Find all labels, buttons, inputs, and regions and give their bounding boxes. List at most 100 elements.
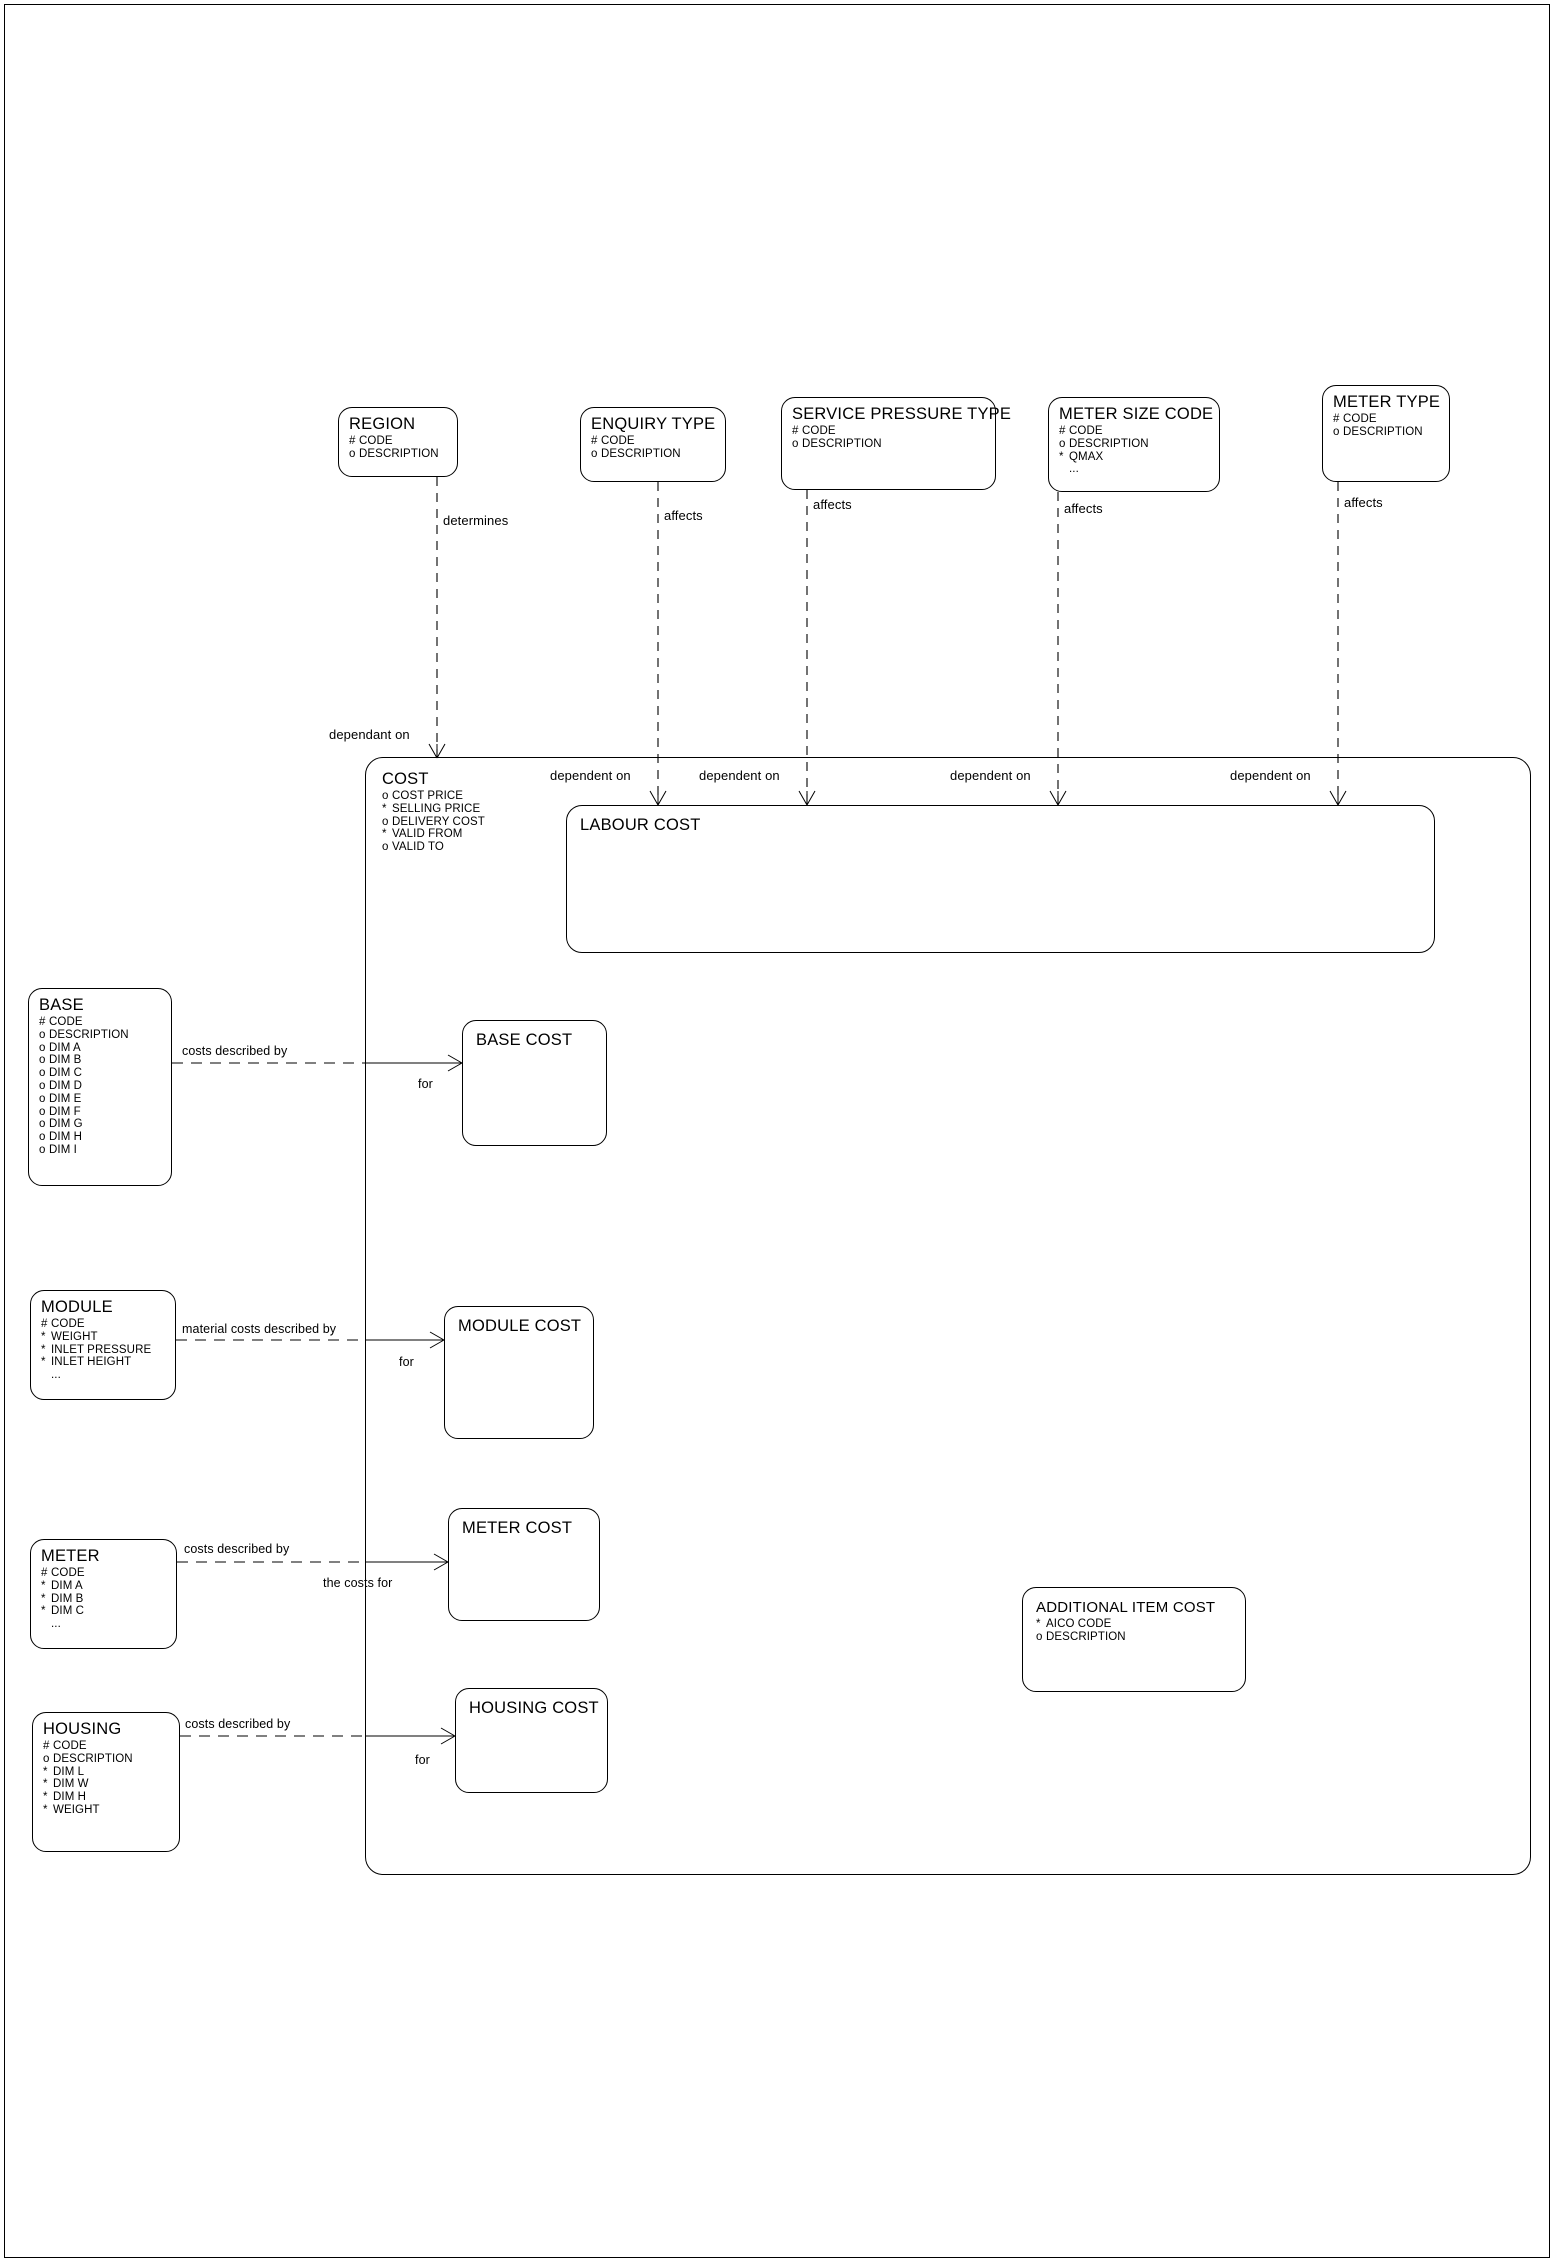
entity-title: BASE COST — [476, 1031, 573, 1049]
page-border — [4, 4, 1550, 2258]
entity-meter-cost[interactable]: METER COST — [448, 1508, 600, 1621]
attribute: *QMAX — [1059, 450, 1104, 463]
attribute: *WEIGHT — [43, 1803, 100, 1816]
entity-title: METER — [41, 1547, 100, 1565]
attribute: *SELLING PRICE — [382, 802, 481, 815]
rel-label-meter-the-costs-for: the costs for — [323, 1576, 393, 1590]
rel-label-dependent-on-1: dependent on — [550, 768, 631, 783]
entity-labour-cost[interactable]: LABOUR COST — [566, 805, 1435, 953]
entity-title: METER SIZE CODE — [1059, 405, 1214, 423]
entity-title: SERVICE PRESSURE TYPE — [792, 405, 1012, 423]
rel-label-base-for: for — [418, 1077, 433, 1091]
attribute: #CODE — [1059, 425, 1103, 437]
attribute: #CODE — [39, 1016, 83, 1028]
entity-module[interactable]: MODULE #CODE *WEIGHT *INLET PRESSURE *IN… — [30, 1290, 176, 1400]
entity-title: REGION — [349, 415, 416, 433]
attribute: #CODE — [1333, 413, 1377, 425]
attribute: *DIM A — [41, 1579, 83, 1592]
attribute: #CODE — [41, 1318, 85, 1330]
entity-title: MODULE — [41, 1298, 113, 1316]
rel-label-meter-described-by: costs described by — [184, 1542, 290, 1556]
attribute: *VALID FROM — [382, 828, 463, 841]
entity-title: BASE — [39, 996, 84, 1014]
attribute: *DIM B — [41, 1592, 84, 1605]
attribute: *AICO CODE — [1036, 1618, 1112, 1630]
attribute: ... — [1069, 463, 1079, 476]
attribute: *INLET HEIGHT — [41, 1356, 132, 1369]
entity-title: LABOUR COST — [580, 816, 701, 834]
entity-title: COST — [382, 770, 429, 788]
rel-label-affects-metersize: affects — [1064, 501, 1103, 516]
attribute: *DIM H — [43, 1791, 87, 1804]
attribute: ... — [51, 1369, 61, 1382]
rel-label-base-described-by: costs described by — [182, 1044, 288, 1058]
rel-label-dependent-on-3: dependent on — [950, 768, 1031, 783]
attribute: *DIM C — [41, 1605, 85, 1618]
entity-title: HOUSING COST — [469, 1699, 599, 1717]
rel-label-dependant-on: dependant on — [329, 727, 410, 742]
attribute: #CODE — [792, 425, 836, 437]
rel-label-module-for: for — [399, 1355, 414, 1369]
attribute: #CODE — [41, 1567, 85, 1579]
entity-title: MODULE COST — [458, 1317, 582, 1335]
attribute: #CODE — [43, 1740, 87, 1752]
attribute: #CODE — [591, 435, 635, 447]
entity-title: HOUSING — [43, 1720, 122, 1738]
entity-module-cost[interactable]: MODULE COST — [444, 1306, 594, 1439]
entity-housing-cost[interactable]: HOUSING COST — [455, 1688, 608, 1793]
rel-label-housing-for: for — [415, 1753, 430, 1767]
attribute-list: #CODE *WEIGHT *INLET PRESSURE *INLET HEI… — [41, 1318, 175, 1382]
entity-meter[interactable]: METER #CODE *DIM A *DIM B *DIM C ... — [30, 1539, 177, 1649]
rel-label-module-described-by: material costs described by — [182, 1322, 337, 1336]
rel-label-affects-metertype: affects — [1344, 495, 1383, 510]
rel-label-determines: determines — [443, 513, 509, 528]
rel-label-affects-pressure: affects — [813, 497, 852, 512]
entity-title: METER COST — [462, 1519, 573, 1537]
rel-label-dependent-on-4: dependent on — [1230, 768, 1311, 783]
rel-label-affects-enquiry: affects — [664, 508, 703, 523]
entity-title: METER TYPE — [1333, 393, 1441, 411]
attribute: *DIM W — [43, 1778, 89, 1791]
rel-label-housing-described-by: costs described by — [185, 1717, 291, 1731]
entity-base-cost[interactable]: BASE COST — [462, 1020, 607, 1146]
rel-label-dependent-on-2: dependent on — [699, 768, 780, 783]
attribute: *WEIGHT — [41, 1330, 98, 1343]
entity-title: ADDITIONAL ITEM COST — [1036, 1599, 1216, 1616]
